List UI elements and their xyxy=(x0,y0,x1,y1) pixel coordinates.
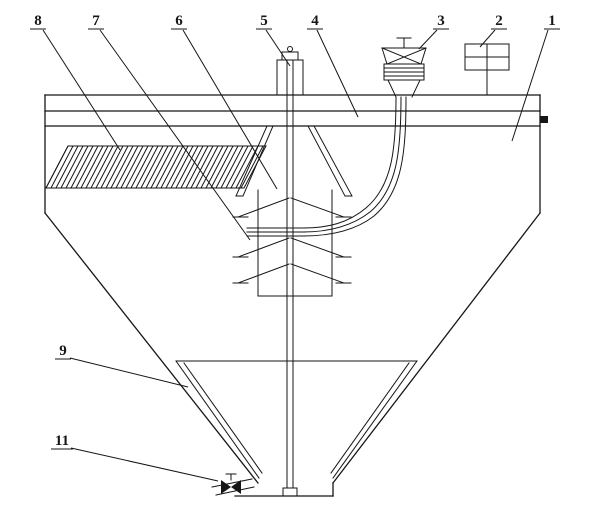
callout-2: 2 xyxy=(479,13,507,48)
callout-9-label: 9 xyxy=(59,343,67,359)
callouts: 1 2 3 4 5 6 7 xyxy=(30,13,560,482)
inclined-plate-hatch xyxy=(45,145,264,189)
drive-unit xyxy=(381,37,427,98)
callout-1-label: 1 xyxy=(548,13,556,29)
callout-11-label: 11 xyxy=(55,433,69,449)
inner-cone-lining xyxy=(175,360,418,479)
callout-6: 6 xyxy=(171,13,278,190)
callout-5-label: 5 xyxy=(260,13,268,29)
callout-3: 3 xyxy=(418,13,449,50)
feed-well xyxy=(235,125,353,197)
feed-pipe xyxy=(302,96,407,237)
callout-8: 8 xyxy=(30,13,121,151)
callout-7-label: 7 xyxy=(92,13,100,29)
top-box xyxy=(464,43,510,96)
callout-4: 4 xyxy=(307,13,359,118)
cone-deflectors xyxy=(232,197,352,284)
discharge-valve xyxy=(211,473,255,496)
callout-6-label: 6 xyxy=(175,13,183,29)
callout-3-label: 3 xyxy=(437,13,445,29)
callout-1: 1 xyxy=(511,13,560,142)
callout-9: 9 xyxy=(55,343,189,388)
callout-2-label: 2 xyxy=(495,13,503,29)
callout-5: 5 xyxy=(256,13,291,67)
callout-7: 7 xyxy=(88,13,251,241)
callout-8-label: 8 xyxy=(34,13,42,29)
center-shaft xyxy=(276,46,304,497)
distributor-pipes xyxy=(246,227,306,237)
callout-11: 11 xyxy=(51,433,219,482)
callout-4-label: 4 xyxy=(311,13,319,29)
inclined-plate-region xyxy=(45,145,267,189)
wall-tick xyxy=(540,116,548,123)
